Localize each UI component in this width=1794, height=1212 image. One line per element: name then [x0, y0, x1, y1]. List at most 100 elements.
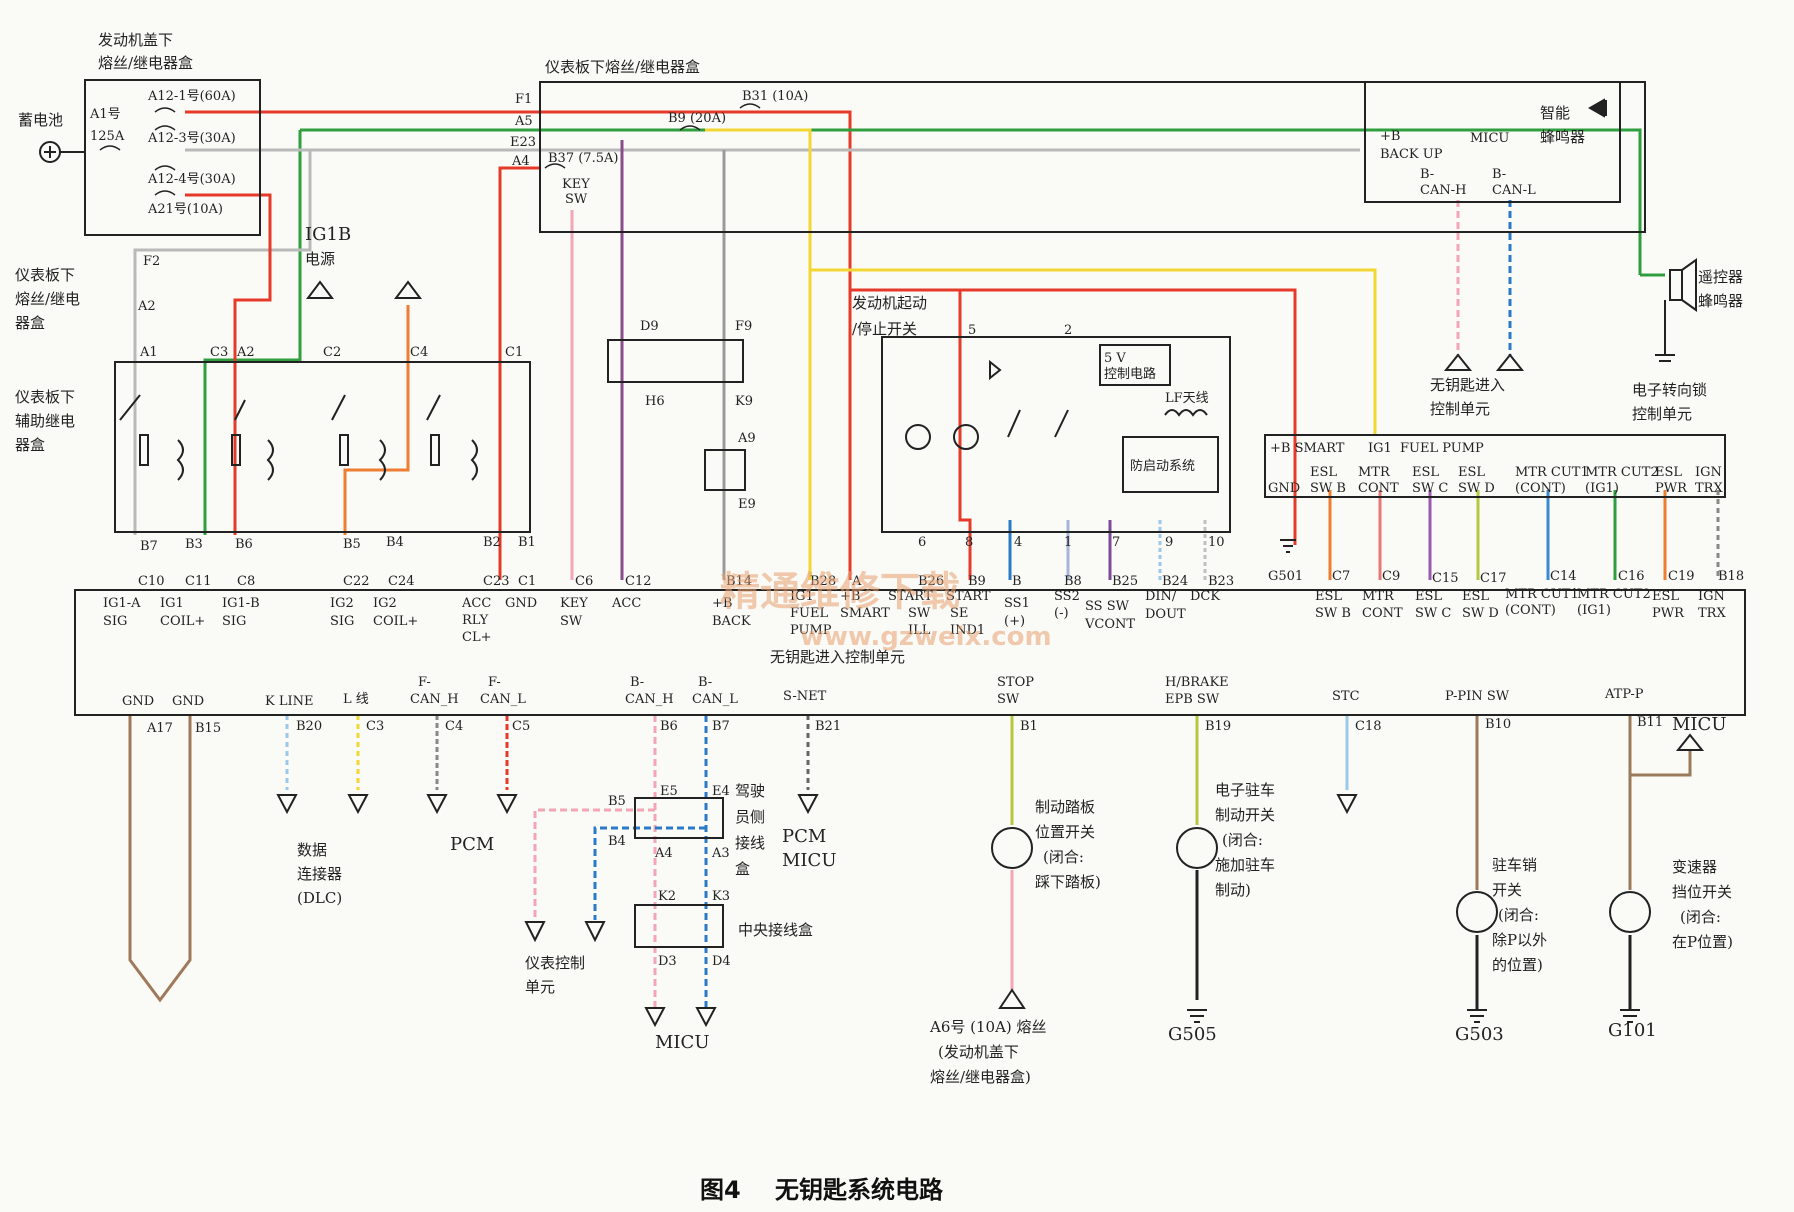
svg-text:K2: K2: [658, 889, 676, 904]
ground-icon: [1187, 539, 1640, 1023]
svg-text:B9 (20A): B9 (20A): [668, 111, 726, 126]
svg-text:FUEL PUMP: FUEL PUMP: [1400, 441, 1484, 456]
svg-text:SIG: SIG: [222, 614, 246, 629]
svg-text:单元: 单元: [525, 978, 555, 996]
svg-text:A4: A4: [511, 154, 530, 169]
svg-text:发动机起动: 发动机起动: [852, 294, 927, 312]
svg-text:接线: 接线: [735, 834, 765, 852]
svg-text:ILL: ILL: [908, 623, 931, 638]
svg-text:ESL: ESL: [1310, 465, 1337, 480]
svg-text:C9: C9: [1382, 569, 1400, 584]
watermark-main: 精通维修下载: [720, 569, 960, 615]
svg-text:IG2: IG2: [373, 596, 397, 611]
svg-text:B9: B9: [968, 574, 986, 589]
svg-text:数据: 数据: [297, 841, 327, 859]
svg-text:H6: H6: [645, 394, 665, 409]
dash-box-title: 仪表板下熔丝/继电器盒: [545, 58, 700, 76]
svg-text:BACK: BACK: [712, 614, 751, 629]
svg-text:防启动系统: 防启动系统: [1130, 458, 1195, 474]
svg-text:MICU: MICU: [1672, 714, 1726, 735]
svg-text:S-NET: S-NET: [783, 689, 827, 704]
svg-text:B6: B6: [660, 719, 678, 734]
svg-text:START: START: [946, 589, 991, 604]
svg-text:遥控器: 遥控器: [1698, 268, 1743, 286]
svg-text:开关: 开关: [1492, 881, 1522, 899]
svg-text:B8: B8: [1064, 574, 1082, 589]
svg-text:驻车销: 驻车销: [1492, 856, 1537, 874]
svg-text:C14: C14: [1550, 569, 1577, 584]
svg-text:GND: GND: [1268, 481, 1300, 496]
svg-text:GND: GND: [172, 694, 204, 709]
svg-text:CONT: CONT: [1362, 606, 1403, 621]
svg-text:E5: E5: [660, 784, 678, 799]
svg-text:C3: C3: [366, 719, 384, 734]
svg-text:连接器: 连接器: [297, 865, 342, 883]
svg-text:B4: B4: [608, 834, 626, 849]
diode-icon: [1587, 98, 1607, 118]
svg-text:SMART: SMART: [840, 606, 890, 621]
svg-text:C5: C5: [512, 719, 530, 734]
svg-text:SW: SW: [565, 192, 588, 207]
svg-text:DOUT: DOUT: [1145, 607, 1186, 622]
svg-text:RLY: RLY: [462, 613, 489, 628]
svg-text:CAN_L: CAN_L: [480, 692, 526, 707]
svg-text:仪表板下: 仪表板下: [15, 266, 75, 284]
svg-text:MICU: MICU: [782, 850, 836, 871]
svg-text:制动开关: 制动开关: [1215, 806, 1275, 824]
svg-text:器盒: 器盒: [15, 436, 45, 454]
svg-text:A21号(10A): A21号(10A): [147, 202, 223, 217]
svg-text:+B: +B: [712, 596, 732, 611]
svg-text:FUEL: FUEL: [790, 606, 828, 621]
labels: 蓄电池 发动机盖下 熔丝/继电器盒 A1号 125A A12-1号(60A) A…: [15, 31, 1743, 584]
svg-text:ESL: ESL: [1415, 589, 1442, 604]
svg-text:在P位置): 在P位置): [1672, 933, 1733, 951]
svg-text:(CONT): (CONT): [1515, 481, 1566, 496]
svg-text:IGN: IGN: [1698, 589, 1725, 604]
svg-text:电子转向锁: 电子转向锁: [1632, 381, 1707, 399]
svg-text:DIN/: DIN/: [1145, 589, 1177, 604]
svg-text:C18: C18: [1355, 719, 1382, 734]
svg-text:B7: B7: [140, 539, 158, 554]
svg-text:SIG: SIG: [103, 614, 127, 629]
svg-text:制动): 制动): [1215, 881, 1251, 899]
svg-text:L 线: L 线: [343, 692, 369, 707]
svg-text:C24: C24: [388, 574, 415, 589]
svg-text:电源: 电源: [305, 250, 335, 268]
svg-text:MTR: MTR: [1358, 465, 1391, 480]
svg-text:控制单元: 控制单元: [1430, 400, 1490, 418]
svg-text:A4: A4: [654, 846, 673, 861]
svg-text:CAN-L: CAN-L: [1492, 183, 1536, 198]
svg-text:ESL: ESL: [1315, 589, 1342, 604]
svg-text:电子驻车: 电子驻车: [1215, 781, 1275, 799]
svg-text:PCM: PCM: [450, 834, 494, 855]
svg-text:E23: E23: [510, 135, 536, 150]
svg-text:GND: GND: [122, 694, 154, 709]
svg-text:CAN_H: CAN_H: [410, 692, 459, 707]
svg-text:C3: C3: [210, 345, 228, 360]
boxes: [74, 79, 1746, 948]
svg-text:2: 2: [1064, 323, 1072, 338]
svg-text:SS SW: SS SW: [1085, 599, 1130, 614]
svg-text:员侧: 员侧: [735, 808, 765, 826]
svg-text:(闭合:: (闭合:: [1043, 848, 1084, 866]
svg-text:B: B: [1012, 574, 1022, 589]
svg-text:B-: B-: [1492, 167, 1506, 182]
svg-text:SW D: SW D: [1458, 481, 1495, 496]
svg-text:4: 4: [1014, 535, 1022, 550]
main-unit-labels: C10 C11 C8 C22 C24 C23 C1 C6 C12 B14 B28…: [103, 569, 1744, 736]
svg-text:B5: B5: [343, 537, 361, 552]
svg-text:变速器: 变速器: [1672, 858, 1717, 876]
svg-text:B4: B4: [386, 535, 404, 550]
svg-text:GND: GND: [505, 596, 537, 611]
svg-text:除P以外: 除P以外: [1492, 931, 1547, 949]
svg-text:SW: SW: [908, 606, 931, 621]
svg-text:(+): (+): [1004, 614, 1025, 629]
svg-text:B14: B14: [726, 574, 752, 589]
svg-text:COIL+: COIL+: [373, 614, 418, 629]
svg-text:G501: G501: [1268, 569, 1303, 584]
svg-text:SIG: SIG: [330, 614, 354, 629]
svg-text:CAN_H: CAN_H: [625, 692, 674, 707]
svg-text:C15: C15: [1432, 571, 1459, 586]
svg-text:位置开关: 位置开关: [1035, 823, 1095, 841]
svg-text:F2: F2: [143, 254, 160, 269]
